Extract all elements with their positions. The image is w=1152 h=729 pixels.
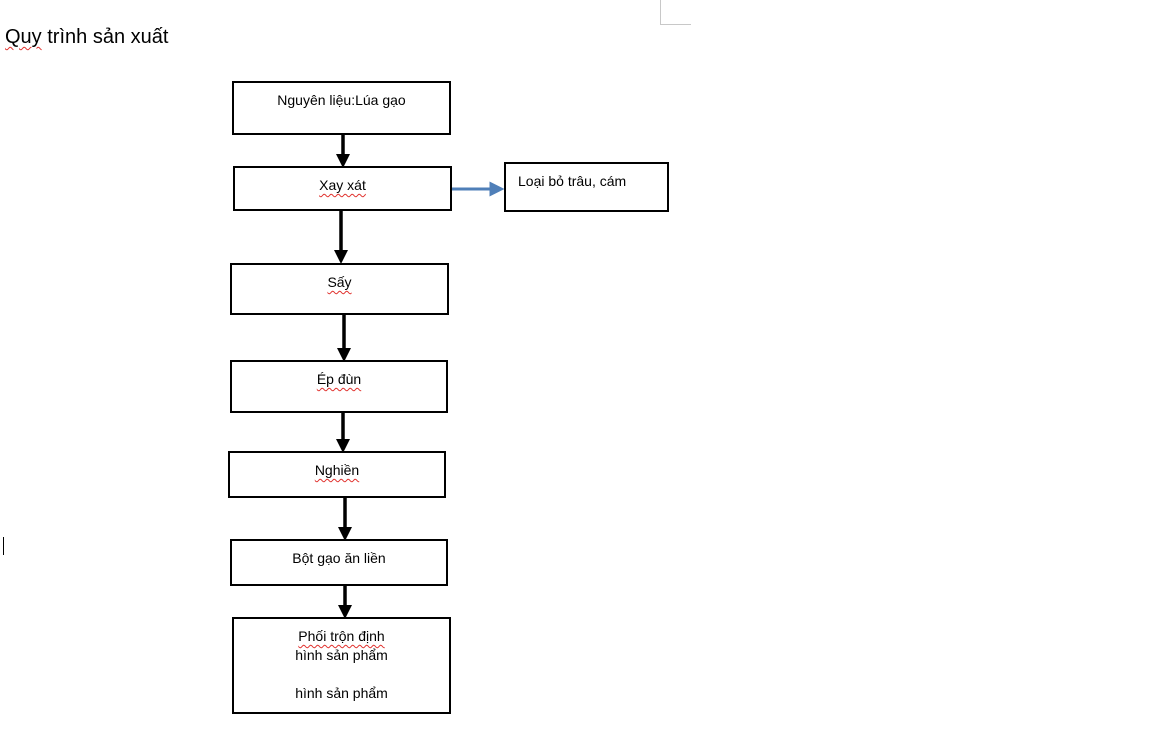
step-nghien[interactable]: Nghiền: [228, 451, 446, 498]
line-gap: [234, 665, 449, 684]
step-ep-dun[interactable]: Ép đùn: [230, 360, 448, 413]
step-label: Bột gạo ăn liền: [292, 550, 386, 566]
step-xay-xat[interactable]: Xay xát: [233, 166, 452, 211]
step-nguyen-lieu[interactable]: Nguyên liệu:Lúa gạo: [232, 81, 451, 135]
step-phoi-tron[interactable]: Phối trộn định hình sản phẩm hình sản ph…: [232, 617, 451, 714]
step-say[interactable]: Sấy: [230, 263, 449, 315]
side-output-label: Loại bỏ trâu, cám: [518, 173, 627, 189]
page-corner-mark: [660, 0, 691, 25]
document-title[interactable]: Quy trình sản xuất: [5, 25, 168, 49]
side-output-loai-bo[interactable]: Loại bỏ trâu, cám: [504, 162, 669, 212]
step-label-line-1: Phối trộn định: [298, 628, 385, 644]
step-label-line-3: hình sản phẩm: [295, 685, 388, 701]
title-word-quy: Quy: [5, 26, 42, 48]
text-cursor: [3, 537, 4, 555]
title-rest: trình sản xuất: [41, 26, 169, 48]
step-label: Xay xát: [319, 177, 366, 193]
step-label: Sấy: [327, 274, 352, 290]
step-label-line-2: hình sản phẩm: [295, 647, 388, 663]
step-label: Nghiền: [314, 462, 360, 478]
step-label: Nguyên liệu:Lúa gạo: [277, 92, 406, 108]
step-label: Ép đùn: [316, 371, 362, 387]
step-bot-gao[interactable]: Bột gạo ăn liền: [230, 539, 448, 586]
